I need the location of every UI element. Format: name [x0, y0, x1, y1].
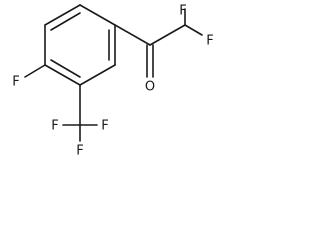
carbonyl-oxygen-label: O [145, 80, 155, 95]
chf2-fluorine-left-label: F [179, 4, 186, 19]
ring-double-bond [50, 12, 81, 31]
ring-carbonyl-bond [114, 24, 151, 46]
benzene-ring [44, 4, 116, 86]
cf3-fluorine-right-label: F [101, 119, 108, 134]
ring-double-bond [50, 59, 81, 78]
ring-bond [44, 64, 81, 86]
cf3-fluorine-bottom-label: F [76, 144, 83, 159]
cf3-fluorine-left-label: F [51, 119, 58, 134]
chf2-fluorine-right-label: F [206, 34, 213, 49]
molecule-structure: F F F F O F F [12, 4, 213, 159]
carbonyl-chf2-bond [149, 24, 186, 46]
ring-bond [79, 4, 116, 26]
chf2-f-bond [184, 24, 203, 36]
structure-canvas: F F F F O F F [0, 0, 222, 172]
ring-c-f-bond [24, 64, 46, 78]
ring-bond [79, 64, 116, 86]
ring-bond [44, 4, 81, 26]
ring-fluorine-label: F [12, 75, 19, 90]
